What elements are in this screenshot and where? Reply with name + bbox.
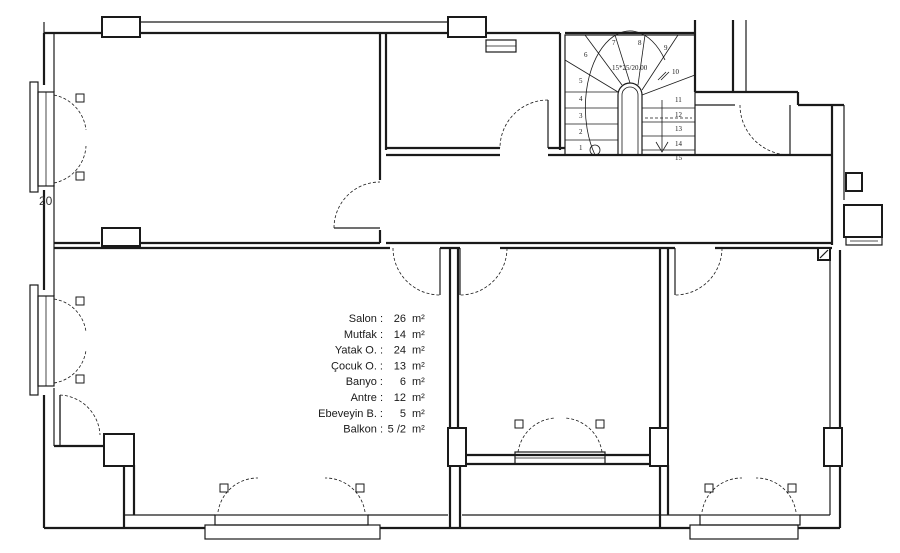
- area-name: Yatak O. :: [335, 345, 383, 357]
- stair-step-6: 6: [584, 51, 588, 59]
- area-value: 26: [394, 313, 406, 325]
- stair-step-13: 13: [675, 125, 683, 133]
- area-name: Banyo :: [346, 376, 383, 388]
- stair-step-3: 3: [579, 112, 583, 120]
- columns: [101, 16, 883, 467]
- area-value: 5 /2: [388, 424, 406, 436]
- stair-step-12: 12: [675, 111, 683, 119]
- area-name: Ebeveyin B. :: [318, 408, 383, 420]
- area-unit: m²: [412, 360, 425, 372]
- area-unit: m²: [412, 408, 425, 420]
- stair-step-2: 2: [579, 128, 583, 136]
- area-name: Mutfak :: [344, 329, 383, 341]
- area-name: Çocuk O. :: [331, 360, 383, 372]
- walls: [42, 20, 845, 530]
- area-value: 13: [394, 360, 406, 372]
- stair-step-14: 14: [675, 140, 683, 148]
- area-unit: m²: [412, 392, 425, 404]
- stair-step-5: 5: [579, 77, 583, 85]
- doors: [53, 94, 797, 513]
- stair-step-15: 15: [675, 154, 683, 162]
- windows: [29, 39, 883, 540]
- area-name: Balkon :: [343, 424, 383, 436]
- area-unit: m²: [412, 313, 425, 325]
- stair-dimension: 15*25/20.00: [612, 64, 648, 72]
- area-unit: m²: [412, 329, 425, 341]
- margin-mark: 20: [39, 194, 53, 208]
- area-table: Salon : 26 m² Mutfak : 14 m² Yatak O. : 24 m² Çoc…: [318, 313, 425, 436]
- stair-step-11: 11: [675, 96, 682, 104]
- stair-step-8: 8: [638, 39, 642, 47]
- area-unit: m²: [412, 424, 425, 436]
- stair-step-9: 9: [664, 44, 668, 52]
- stair-step-1: 1: [579, 144, 583, 152]
- area-value: 6: [400, 376, 406, 388]
- area-unit: m²: [412, 376, 425, 388]
- area-name: Salon :: [349, 313, 383, 325]
- area-value: 12: [394, 392, 406, 404]
- stair-step-4: 4: [579, 95, 583, 103]
- area-name: Antre :: [351, 392, 383, 404]
- window-handles: [75, 93, 797, 493]
- area-value: 24: [394, 345, 406, 357]
- area-unit: m²: [412, 345, 425, 357]
- area-value: 5: [400, 408, 406, 420]
- staircase: 1 2 3 4 5 6 7 8 9 10 11 12 13 14 15 15*2…: [564, 30, 696, 162]
- area-value: 14: [394, 329, 406, 341]
- stair-step-10: 10: [672, 68, 680, 76]
- stair-step-7: 7: [612, 39, 616, 47]
